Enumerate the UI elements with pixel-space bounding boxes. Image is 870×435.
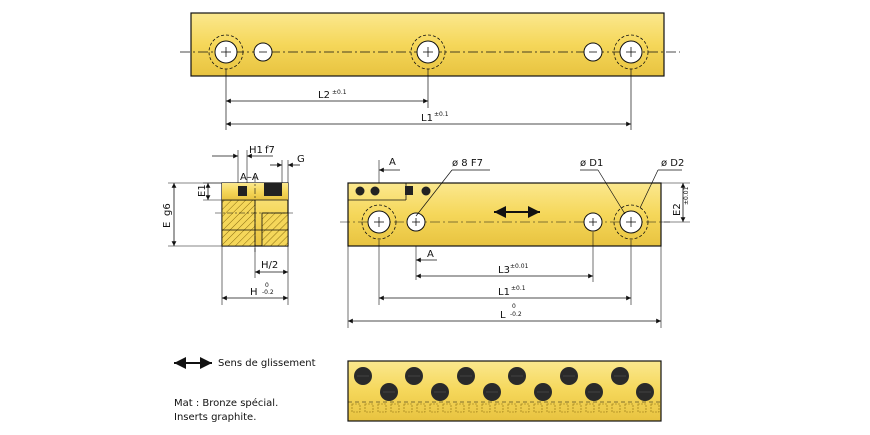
side-view-hole-d2-right [613,204,649,240]
dim-l3-label: L3 [498,265,510,276]
bottom-edge-insert-outline [611,403,621,413]
label-e1: E1 [197,184,208,197]
material-note-line1: Mat : Bronze spécial. [174,397,278,409]
label-h-tol-up: 0 [265,282,269,289]
dim-l-label: L [500,310,506,321]
side-view-hole-8-left [406,212,426,232]
label-e2: E2 [672,203,683,216]
bottom-edge-insert-outline [429,403,439,413]
bottom-edge-insert-outline [442,403,452,413]
bottom-edge-insert-outline [598,403,608,413]
section-view: H1 f7 G A–A E1 E g6 H/2 H 0 -0.2 [162,145,305,305]
label-a-bottom: A [427,249,434,260]
label-h-half: H/2 [261,260,278,271]
dim-l1-side-label: L1 [498,287,510,298]
label-a-top: A [389,157,396,168]
bottom-edge-insert-outline [364,403,374,413]
dim-l2-label: L2 [318,90,330,101]
section-hatch-left [221,199,256,247]
label-g: G [297,154,305,165]
bottom-edge-insert-outline [572,403,582,413]
bottom-edge-insert-outline [585,403,595,413]
bottom-edge-insert-outline [533,403,543,413]
top-view-hole-8-right [583,42,603,62]
section-graphite-insert-large [264,183,282,196]
label-hole-8-f7: ø 8 F7 [452,158,483,169]
bottom-view [347,360,662,422]
bottom-edge-insert-outline [650,403,660,413]
bottom-edge-insert-outline [416,403,426,413]
bottom-view-graphite-inserts [351,367,660,413]
label-e2-tol: ±0.01 [683,186,690,205]
dim-l-tol-up: 0 [512,303,516,310]
bottom-edge-insert-outline [351,403,361,413]
bottom-edge-insert-outline [390,403,400,413]
bottom-edge-insert-outline [520,403,530,413]
label-h-tol-down: -0.2 [262,289,274,296]
dim-l1-side-tol: ±0.1 [511,285,526,292]
material-note-line2: Inserts graphite. [174,412,256,423]
bottom-edge-insert-outline [468,403,478,413]
side-graphite-insert [370,186,380,196]
top-view-hole-8-left [253,42,273,62]
section-graphite-insert-small [238,186,247,196]
bottom-edge-insert-outline [377,403,387,413]
dim-l1-top-label: L1 [421,113,433,124]
bottom-edge-insert-outline [637,403,647,413]
label-d2: ø D2 [661,158,684,169]
label-e: E [162,222,173,228]
dim-l-tol-down: -0.2 [510,311,522,318]
bottom-edge-insert-outline [403,403,413,413]
dim-l2-tol: ±0.1 [332,89,347,96]
side-view-hole-8-right [583,212,603,232]
bottom-edge-insert-outline [507,403,517,413]
section-hatch-right [261,212,289,247]
label-section-aa: A–A [240,172,259,183]
dim-l3-tol: ±0.01 [510,263,529,270]
label-h: H [250,287,258,298]
bottom-edge-insert-outline [481,403,491,413]
side-graphite-insert [355,186,365,196]
legend: Sens de glissement Mat : Bronze spécial.… [174,357,316,423]
bottom-edge-insert-outline [455,403,465,413]
top-view: L2 ±0.1 L1 ±0.1 [180,12,680,130]
bottom-view-body [347,360,662,422]
side-graphite-insert-square [405,186,413,195]
side-view: A A ø 8 F7 [340,157,690,328]
side-graphite-insert [421,186,431,196]
label-h1: H1 [249,145,263,156]
legend-sliding-direction: Sens de glissement [218,358,316,369]
bottom-edge-insert-outline [546,403,556,413]
bottom-edge-insert-outline [559,403,569,413]
dim-l1-top-tol: ±0.1 [434,111,449,118]
label-g6: g6 [162,203,173,216]
bottom-edge-insert-outline [494,403,504,413]
side-view-body [347,182,662,247]
label-f7: f7 [265,145,275,156]
bottom-edge-insert-outline [624,403,634,413]
label-d1: ø D1 [580,158,603,169]
side-view-hole-d2-left [361,204,397,240]
